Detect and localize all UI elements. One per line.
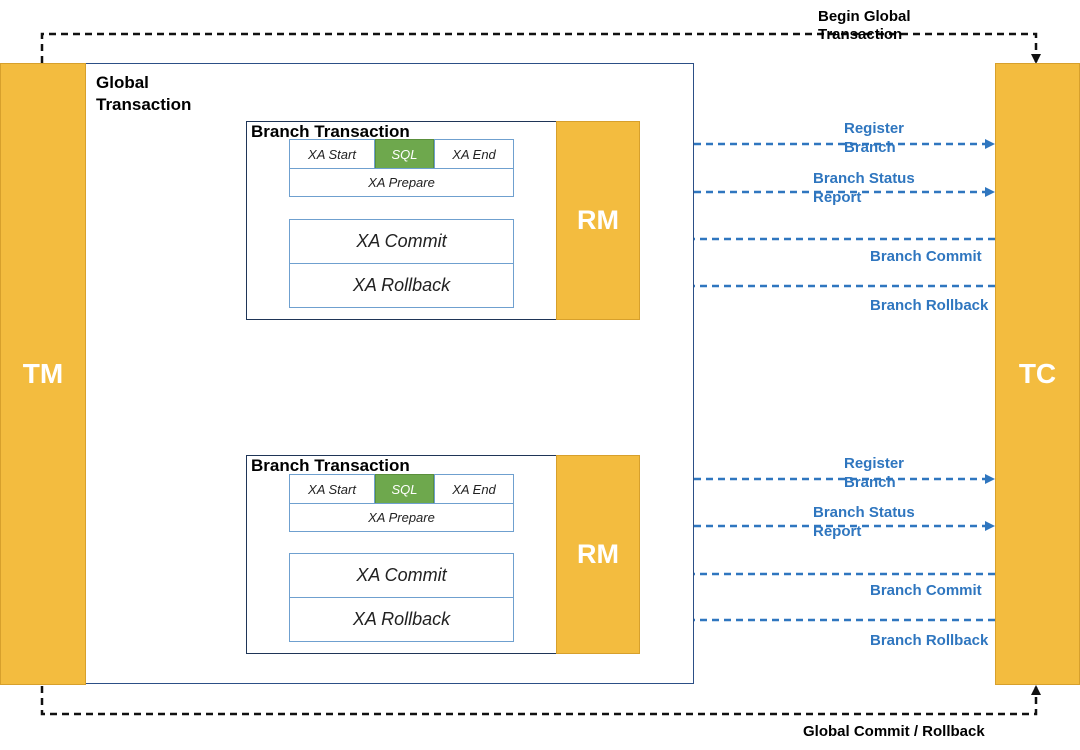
xa-commit-cell-top: XA Commit	[289, 219, 514, 264]
begin-global-transaction-label: Begin Global Transaction	[818, 8, 911, 43]
rm-label-bottom: RM	[577, 539, 619, 569]
tc-label: TC	[1018, 358, 1057, 389]
branch-transaction-label-top: Branch Transaction	[251, 122, 410, 141]
xa-start-cell-bottom: XA Start	[289, 474, 375, 504]
xa-end-cell-top: XA End	[434, 139, 514, 169]
xa-end-cell-bottom: XA End	[434, 474, 514, 504]
xa-prepare-cell-top: XA Prepare	[289, 168, 514, 197]
rm-actor-top: RM	[556, 121, 640, 320]
sql-cell-bottom: SQL	[375, 474, 434, 504]
rm-actor-bottom: RM	[556, 455, 640, 654]
global-transaction-label: Global Transaction	[96, 73, 192, 114]
xa-rollback-cell-bottom: XA Rollback	[289, 597, 514, 642]
begin-global-transaction-arrow	[40, 32, 1041, 64]
tm-actor: TM	[0, 63, 86, 685]
branch-rollback-label-bottom: Branch Rollback	[870, 632, 989, 649]
global-commit-rollback-label: Global Commit / Rollback	[803, 723, 985, 740]
tm-label: TM	[22, 358, 64, 389]
branch-commit-label-top: Branch Commit	[870, 248, 982, 265]
xa-commit-cell-bottom: XA Commit	[289, 553, 514, 598]
xa-prepare-cell-bottom: XA Prepare	[289, 503, 514, 532]
branch-rollback-label-top: Branch Rollback	[870, 297, 989, 314]
global-commit-rollback-arrow	[40, 685, 1041, 716]
branch-status-report-label-top: Branch Status Report	[813, 170, 915, 206]
branch-commit-label-bottom: Branch Commit	[870, 582, 982, 599]
rm-label-top: RM	[577, 205, 619, 235]
tc-actor: TC	[995, 63, 1080, 685]
branch-transaction-label-bottom: Branch Transaction	[251, 456, 410, 475]
register-branch-label-top: Register Branch	[844, 120, 905, 156]
branch-status-report-label-bottom: Branch Status Report	[813, 504, 915, 540]
xa-rollback-cell-top: XA Rollback	[289, 263, 514, 308]
register-branch-label-bottom: Register Branch	[844, 455, 905, 491]
xa-start-cell-top: XA Start	[289, 139, 375, 169]
sql-cell-top: SQL	[375, 139, 434, 169]
